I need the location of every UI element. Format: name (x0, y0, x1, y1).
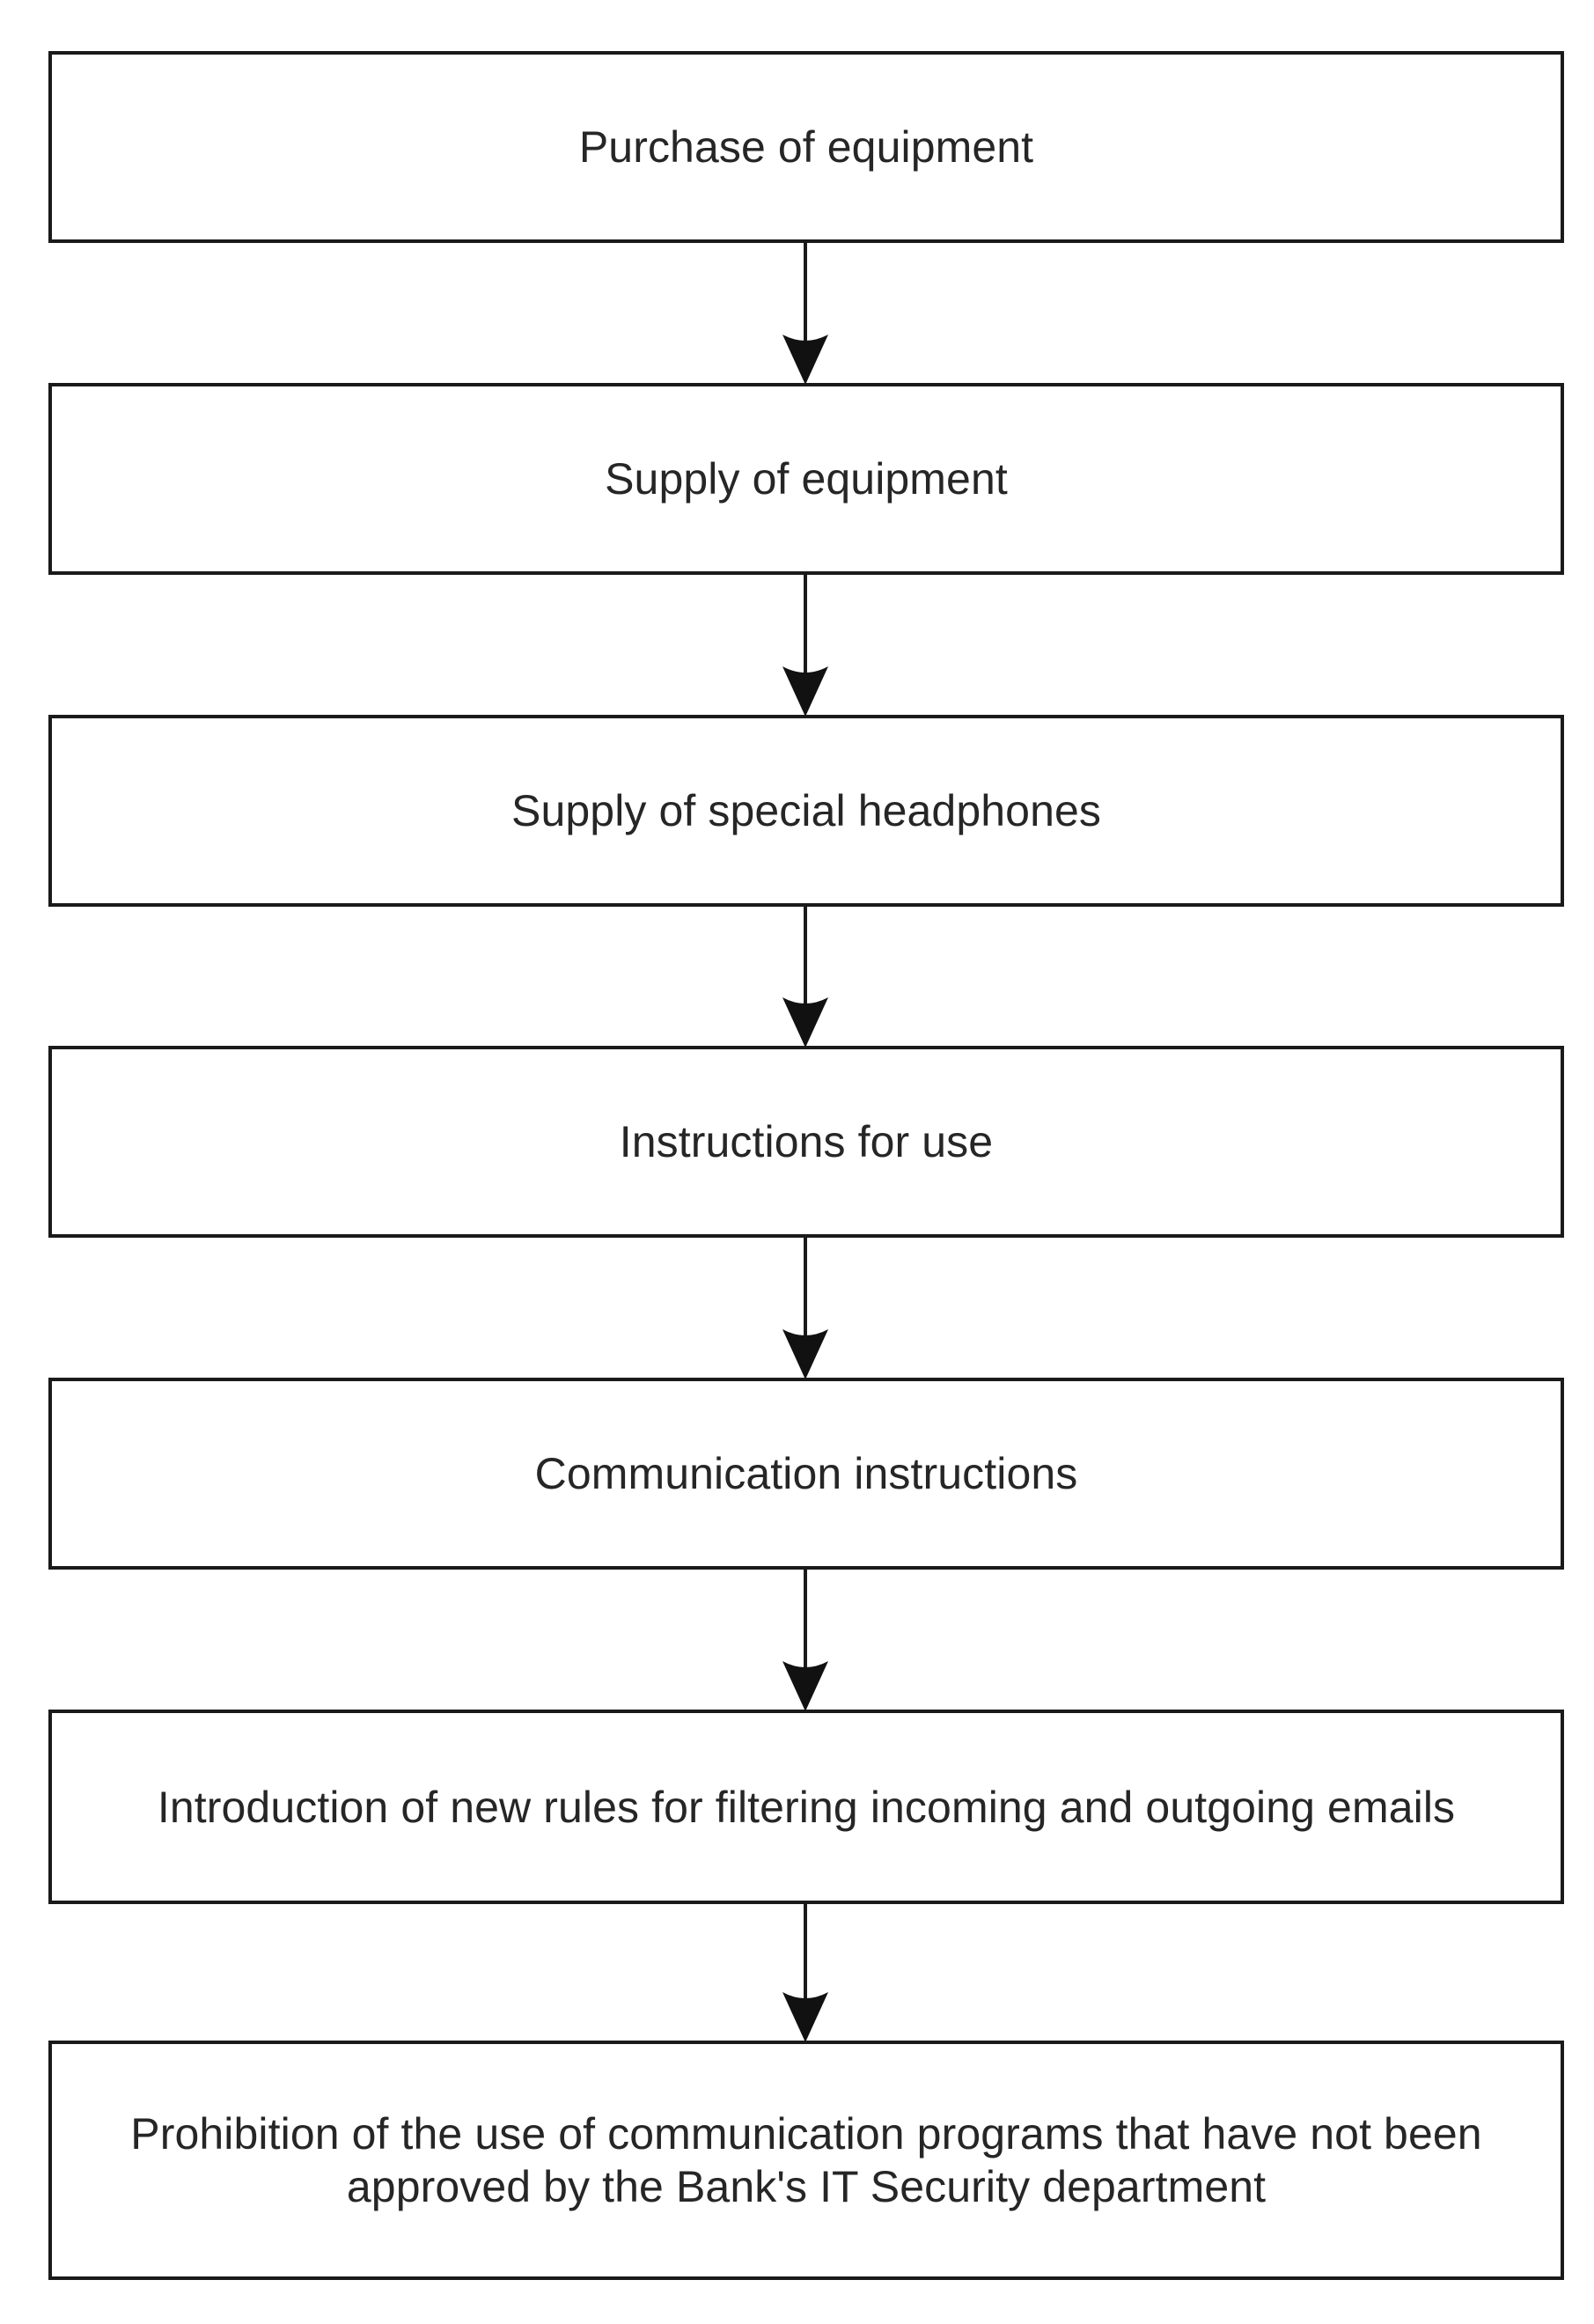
flow-node-label: Communication instructions (534, 1448, 1078, 1498)
flow-node-communication-instructions[interactable]: Communication instructions (48, 1378, 1564, 1570)
flow-node-instructions-for-use[interactable]: Instructions for use (48, 1046, 1564, 1238)
flow-arrow-5 (770, 1570, 841, 1711)
flow-arrow-4 (770, 1238, 841, 1379)
flow-node-label: Purchase of equipment (578, 121, 1034, 172)
flow-node-supply-of-special-headphones[interactable]: Supply of special headphones (48, 715, 1564, 907)
flow-arrow-6 (770, 1904, 841, 2042)
flow-node-label: Instructions for use (619, 1116, 994, 1166)
flow-arrow-2 (770, 575, 841, 717)
flow-node-supply-of-equipment[interactable]: Supply of equipment (48, 383, 1564, 575)
flow-node-email-filtering-rules[interactable]: Introduction of new rules for filtering … (48, 1710, 1564, 1904)
flow-node-label: Introduction of new rules for filtering … (157, 1782, 1456, 1832)
flow-node-label: Supply of special headphones (511, 785, 1101, 835)
flow-arrow-1 (770, 243, 841, 385)
flow-node-label: Supply of equipment (605, 453, 1008, 504)
flow-node-prohibition-of-unapproved-programs[interactable]: Prohibition of the use of communication … (48, 2041, 1564, 2280)
flow-arrow-3 (770, 907, 841, 1048)
flow-node-purchase-of-equipment[interactable]: Purchase of equipment (48, 51, 1564, 243)
flow-node-label: Prohibition of the use of communication … (130, 2109, 1482, 2211)
